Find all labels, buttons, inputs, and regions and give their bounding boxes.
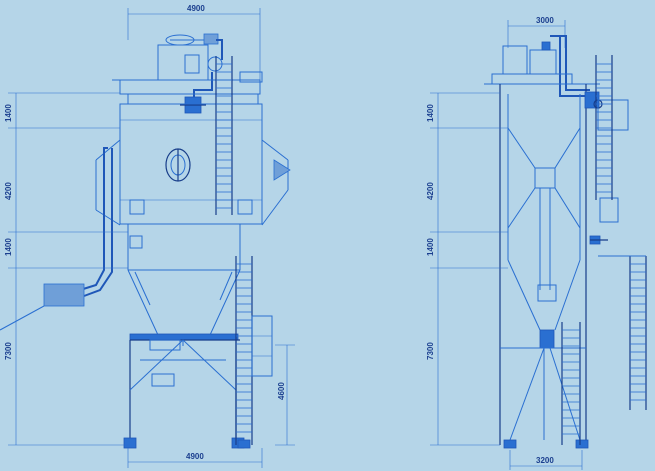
side-height-2-label: 4200 (426, 182, 435, 200)
side-bottom-width-label: 3200 (536, 456, 554, 465)
front-view: 4900 (0, 4, 295, 468)
side-top-width-label: 3000 (536, 16, 554, 25)
front-height-1-label: 1400 (4, 104, 13, 122)
front-bottom-width-label: 4900 (186, 452, 204, 461)
side-view: 3000 (426, 16, 647, 470)
side-height-1-label: 1400 (426, 104, 435, 122)
side-height-3-label: 1400 (426, 238, 435, 256)
front-height-4-label: 7300 (4, 342, 13, 360)
side-height-4-label: 7300 (426, 342, 435, 360)
front-height-3-label: 1400 (4, 238, 13, 256)
front-leg-height-label: 4600 (277, 382, 286, 400)
front-height-2-label: 4200 (4, 182, 13, 200)
front-top-width-label: 4900 (187, 4, 205, 13)
